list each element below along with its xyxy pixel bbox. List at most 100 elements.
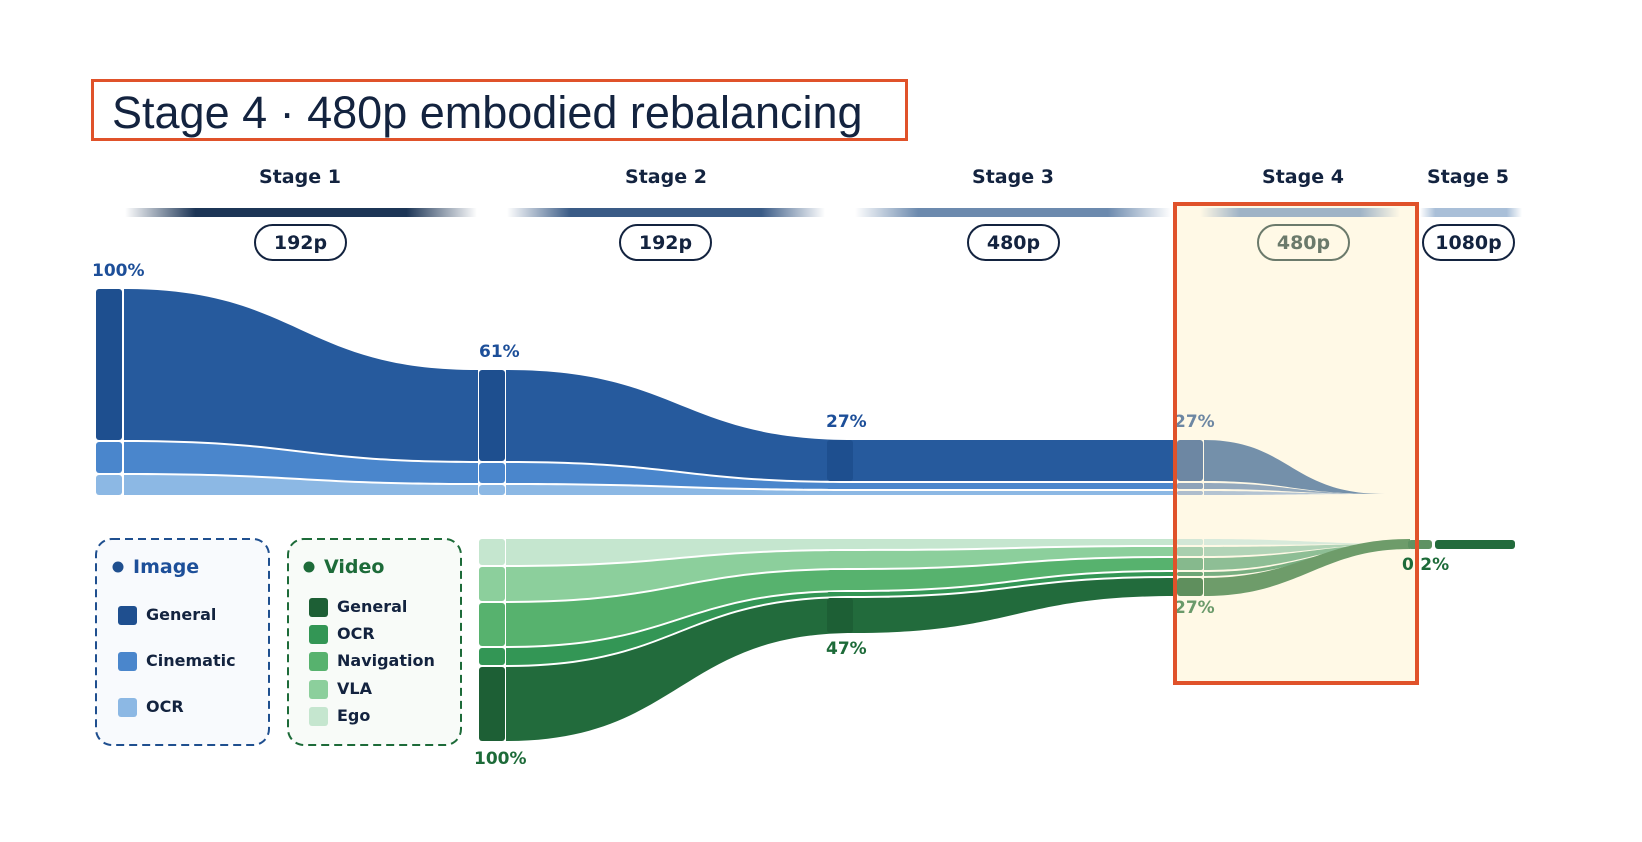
- video-ego-flow-s4-s5: [1204, 539, 1410, 545]
- resolution-stage-4: 480p: [1277, 232, 1330, 254]
- image-cinematic-flow-s2-s3: [506, 463, 854, 489]
- video-general-node-s3: [827, 598, 853, 633]
- legend-image-ocr-label: OCR: [146, 697, 184, 716]
- video-general-node-s2: [479, 667, 505, 741]
- video-percent-stage-3: 47%: [826, 639, 867, 659]
- legend-video-general-swatch: [309, 598, 328, 617]
- resolution-stage-3: 480p: [987, 232, 1040, 254]
- image-cinematic-node-s2: [479, 463, 505, 483]
- video-navigation-node-s2: [479, 603, 505, 646]
- image-percent-stage-4: 27%: [1174, 412, 1215, 432]
- video-vla-node-s2: [479, 567, 505, 601]
- image-percent-stage-2: 61%: [479, 342, 520, 362]
- image-ocr-flow-s3-s4: [854, 491, 1176, 495]
- video-navigation-node-s4: [1177, 558, 1203, 570]
- stage-1-bar: [125, 208, 477, 217]
- video-vla-flow-s3-s4: [854, 547, 1176, 568]
- video-general-output-bar: [1435, 540, 1515, 549]
- video-general-flow-s4-s5: [1204, 539, 1410, 596]
- legend-video-title: Video: [324, 556, 384, 578]
- video-vla-node-s3: [827, 551, 853, 568]
- page-title: Stage 4 · 480p embodied rebalancing: [112, 87, 863, 138]
- stage-4-bar: [1200, 208, 1400, 217]
- video-ocr-node-s2: [479, 648, 505, 665]
- video-percent-stage-2: 100%: [474, 749, 527, 769]
- legend-video-box: [287, 538, 462, 746]
- video-ego-node-s3: [827, 539, 853, 549]
- image-percent-stage-3: 27%: [826, 412, 867, 432]
- stage4-highlight-border: [1173, 202, 1419, 685]
- legend-image-title: Image: [133, 556, 199, 578]
- legend-video-ocr-label: OCR: [337, 624, 375, 643]
- image-ocr-node-s4: [1177, 491, 1203, 495]
- video-navigation-flow-s3-s4: [854, 558, 1176, 590]
- image-general-node-s1: [96, 289, 122, 440]
- video-navigation-node-s3: [827, 570, 853, 590]
- legend-image-dot: [112, 561, 124, 573]
- legend-video: Video General OCR Navigation VLA Ego: [287, 538, 462, 746]
- video-vla-flow-s4-s5: [1204, 544, 1410, 556]
- legend-image-cinematic-swatch: [118, 652, 137, 671]
- legend-image-cinematic-label: Cinematic: [146, 651, 236, 670]
- image-general-flow-s1-s2: [124, 289, 478, 461]
- stage-5-label: Stage 5: [1427, 166, 1509, 188]
- image-cinematic-node-s4: [1177, 483, 1203, 489]
- image-ocr-node-s1: [96, 475, 122, 495]
- stage-4-label: Stage 4: [1262, 166, 1344, 188]
- video-navigation-flow-s2-s3: [506, 570, 854, 646]
- video-general-node-s4: [1177, 578, 1203, 596]
- stage-1-label: Stage 1: [259, 166, 341, 188]
- image-ocr-node-s3: [827, 491, 853, 495]
- video-general-flow-s2-s3: [506, 598, 854, 741]
- image-general-flow-s2-s3: [506, 370, 854, 481]
- video-ego-node-s2: [479, 539, 505, 565]
- image-general-node-s3: [827, 440, 853, 481]
- legend-video-vla-label: VLA: [337, 679, 373, 698]
- video-general-flow-s3-s4: [854, 578, 1176, 633]
- image-general-flow-s3-s4: [854, 440, 1176, 481]
- image-cinematic-flow-s1-s2: [124, 442, 478, 483]
- video-ocr-flow-s2-s3: [506, 592, 854, 665]
- image-ocr-flow-s1-s2: [124, 475, 478, 495]
- stage-2-label: Stage 2: [625, 166, 707, 188]
- stage-2-bar: [507, 208, 825, 217]
- legend-video-navigation-swatch: [309, 652, 328, 671]
- video-percent-stage-4: 27%: [1174, 598, 1215, 618]
- resolution-stage-2: 192p: [639, 232, 692, 254]
- legend-video-ego-label: Ego: [337, 706, 370, 725]
- legend-image-box: [95, 538, 270, 746]
- video-ocr-node-s4: [1177, 572, 1203, 576]
- image-percent-stage-1: 100%: [92, 261, 145, 281]
- stage-3-label: Stage 3: [972, 166, 1054, 188]
- title-box: Stage 4 · 480p embodied rebalancing: [91, 79, 908, 141]
- resolution-pill-stage-3: 480p: [967, 224, 1060, 261]
- stage-5-bar: [1420, 208, 1522, 217]
- video-ocr-flow-s3-s4: [854, 572, 1176, 596]
- stage-3-bar: [855, 208, 1171, 217]
- image-cinematic-node-s1: [96, 442, 122, 473]
- resolution-pill-stage-4: 480p: [1257, 224, 1350, 261]
- image-ocr-flow-s2-s3: [506, 485, 854, 495]
- image-flows: [96, 289, 1385, 495]
- image-cinematic-flow-s4-s5: [1204, 483, 1385, 494]
- image-general-flow-s4-s5: [1204, 440, 1385, 494]
- resolution-pill-stage-5: 1080p: [1422, 224, 1515, 261]
- video-general-node-s5: [1408, 540, 1432, 549]
- legend-image-general-swatch: [118, 606, 137, 625]
- legend-video-vla-swatch: [309, 680, 328, 699]
- resolution-stage-1: 192p: [274, 232, 327, 254]
- image-general-node-s4: [1177, 440, 1203, 481]
- image-ocr-flow-s4-s5: [1204, 491, 1385, 495]
- resolution-stage-5: 1080p: [1435, 232, 1501, 254]
- video-navigation-flow-s4-s5: [1204, 544, 1410, 570]
- image-cinematic-flow-s3-s4: [854, 483, 1176, 489]
- legend-image-ocr-swatch: [118, 698, 137, 717]
- image-general-node-s2: [479, 370, 505, 461]
- legend-video-navigation-label: Navigation: [337, 651, 435, 670]
- video-ego-flow-s3-s4: [854, 539, 1176, 549]
- video-ocr-node-s3: [827, 592, 853, 596]
- video-flows: [479, 539, 1515, 741]
- legend-video-ocr-swatch: [309, 625, 328, 644]
